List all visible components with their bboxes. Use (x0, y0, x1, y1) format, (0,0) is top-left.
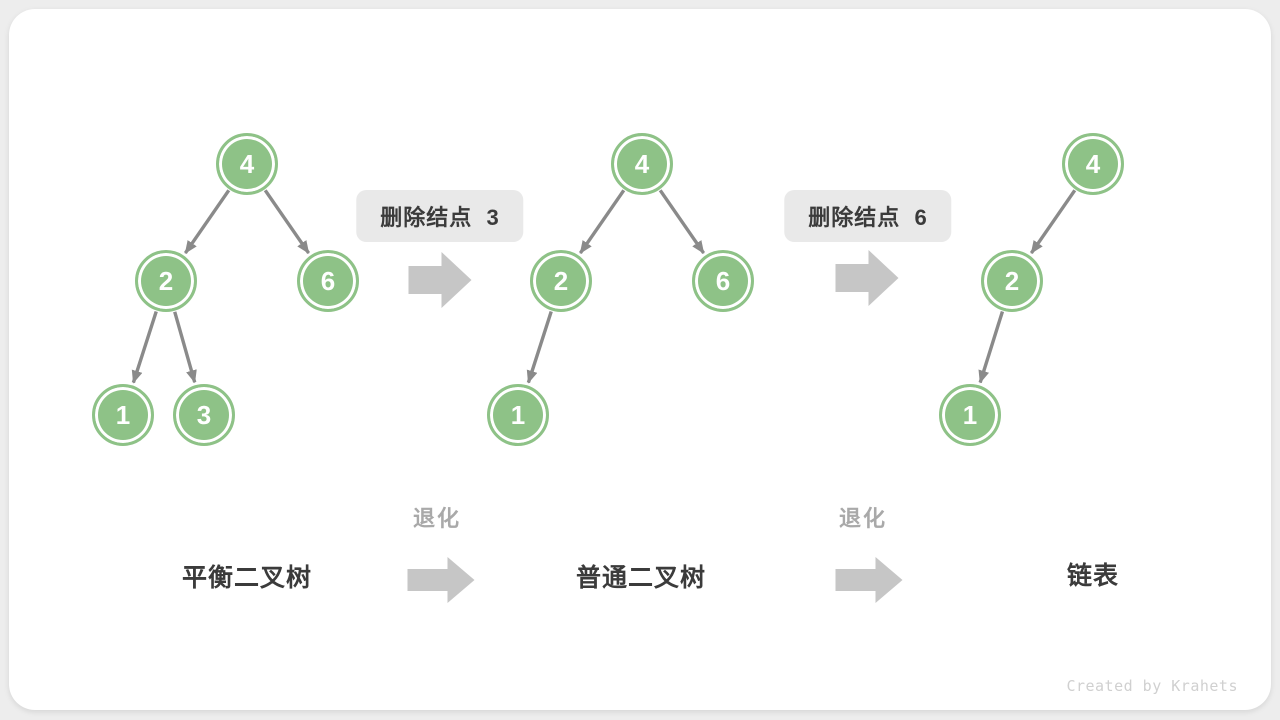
diagram-card (9, 9, 1271, 710)
ordinary-binary-tree-label: 普通二叉树 (575, 564, 707, 592)
right-block-arrow-icon (408, 252, 472, 308)
watermark-credit: Created by Krahets (1066, 677, 1238, 695)
delete-node-3-badge: 删除结点 3 (356, 190, 524, 242)
tree-node-1: 1 (487, 384, 549, 446)
degrade-label: 退化 (412, 506, 462, 531)
tree-node-1: 1 (939, 384, 1001, 446)
right-block-arrow-icon (835, 250, 899, 306)
delete-node-6-badge: 删除结点 6 (784, 190, 952, 242)
tree-node-1: 1 (92, 384, 154, 446)
tree-node-4: 4 (1062, 133, 1124, 195)
degrade-label: 退化 (838, 506, 888, 531)
tree-node-6: 6 (297, 250, 359, 312)
linked-list-label: 链表 (1066, 562, 1120, 590)
right-block-arrow-icon (407, 557, 475, 603)
tree-node-6: 6 (692, 250, 754, 312)
tree-node-3: 3 (173, 384, 235, 446)
tree-node-2: 2 (135, 250, 197, 312)
tree-node-2: 2 (530, 250, 592, 312)
balanced-binary-tree-label: 平衡二叉树 (181, 564, 313, 592)
right-block-arrow-icon (835, 557, 903, 603)
tree-node-2: 2 (981, 250, 1043, 312)
tree-node-4: 4 (216, 133, 278, 195)
tree-node-4: 4 (611, 133, 673, 195)
